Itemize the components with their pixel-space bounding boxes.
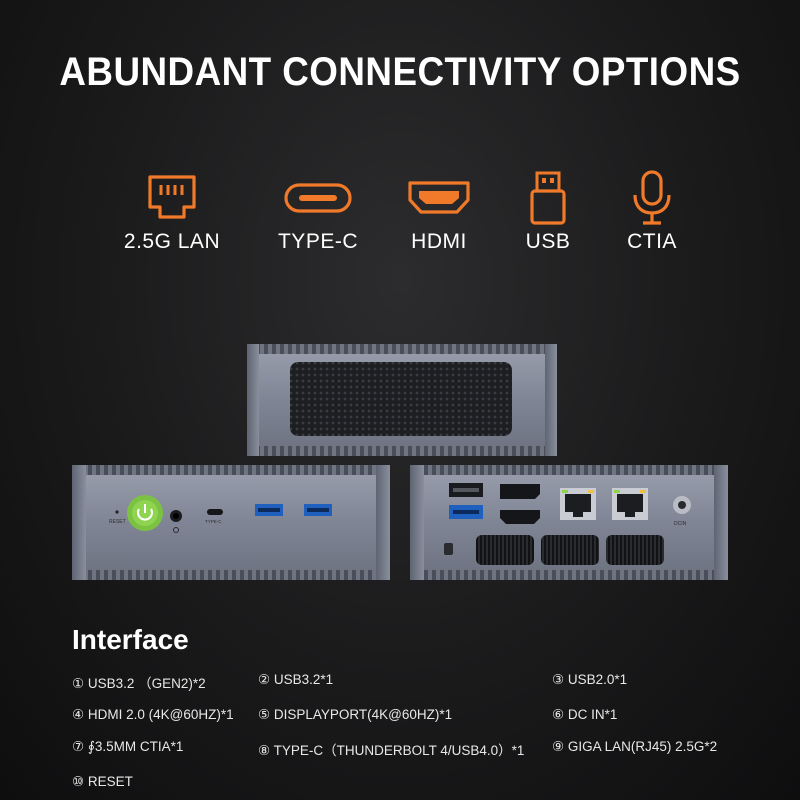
vent-1 — [476, 535, 534, 565]
lan-port-2 — [612, 488, 648, 520]
feature-lan: 2.5G LAN — [107, 168, 237, 254]
front-typec-label: TYPE-C — [205, 519, 222, 524]
feature-label: USB — [525, 230, 571, 253]
hdmi-port — [500, 510, 540, 524]
usb-c-port-icon — [284, 183, 352, 213]
front-typec-port — [207, 509, 223, 515]
feature-label: HDMI — [411, 230, 467, 253]
spec-item: ③ USB2.0*1 — [552, 672, 628, 687]
usb-port-icon — [530, 171, 566, 225]
mini-pc-front-panel: RESET TYPE-C — [72, 465, 390, 580]
front-reset-label: RESET — [109, 519, 126, 525]
lan-port-1 — [560, 488, 596, 520]
feature-usb: USB — [483, 168, 613, 254]
feature-hdmi: HDMI — [374, 168, 504, 254]
vent-3 — [606, 535, 664, 565]
vent-2 — [541, 535, 599, 565]
mini-pc-top-view — [247, 344, 557, 456]
spec-item: ⑧ TYPE-C（THUNDERBOLT 4/USB4.0）*1 — [258, 743, 525, 758]
spec-item: ⑩ RESET — [72, 774, 133, 789]
feature-label: 2.5G LAN — [123, 230, 221, 253]
feature-label: TYPE-C — [277, 230, 358, 253]
interface-title: Interface — [72, 624, 189, 655]
displayport-port — [500, 484, 540, 499]
spec-item: ⑤ DISPLAYPORT(4K@60HZ)*1 — [258, 707, 453, 722]
feature-typec: TYPE-C — [253, 168, 383, 254]
feature-label: CTIA — [627, 230, 677, 253]
feature-ctia: CTIA — [587, 168, 717, 254]
spec-item: ⑨ GIGA LAN(RJ45) 2.5G*2 — [552, 739, 718, 754]
spec-item: ⑥ DC IN*1 — [552, 707, 618, 722]
hdmi-port-icon — [408, 181, 470, 214]
spec-item: ② USB3.2*1 — [258, 672, 334, 687]
spec-item: ① USB3.2 （GEN2)*2 — [72, 676, 206, 691]
microphone-icon — [633, 170, 671, 225]
mini-pc-back-panel: DCIN — [410, 465, 728, 580]
reset-button-hole — [115, 510, 119, 514]
spec-item: ⑦ ∮3.5MM CTIA*1 — [72, 739, 184, 754]
spec-item: ④ HDMI 2.0 (4K@60HZ)*1 — [72, 707, 234, 722]
feature-icons-row: 2.5G LAN TYPE-C HDMI USB — [0, 168, 800, 268]
dc-in-label: DCIN — [674, 521, 687, 527]
kensington-lock — [444, 543, 453, 555]
page-headline: ABUNDANT CONNECTIVITY OPTIONS — [59, 50, 741, 94]
ethernet-port-icon — [148, 175, 196, 219]
product-images: RESET TYPE-C — [72, 344, 728, 580]
